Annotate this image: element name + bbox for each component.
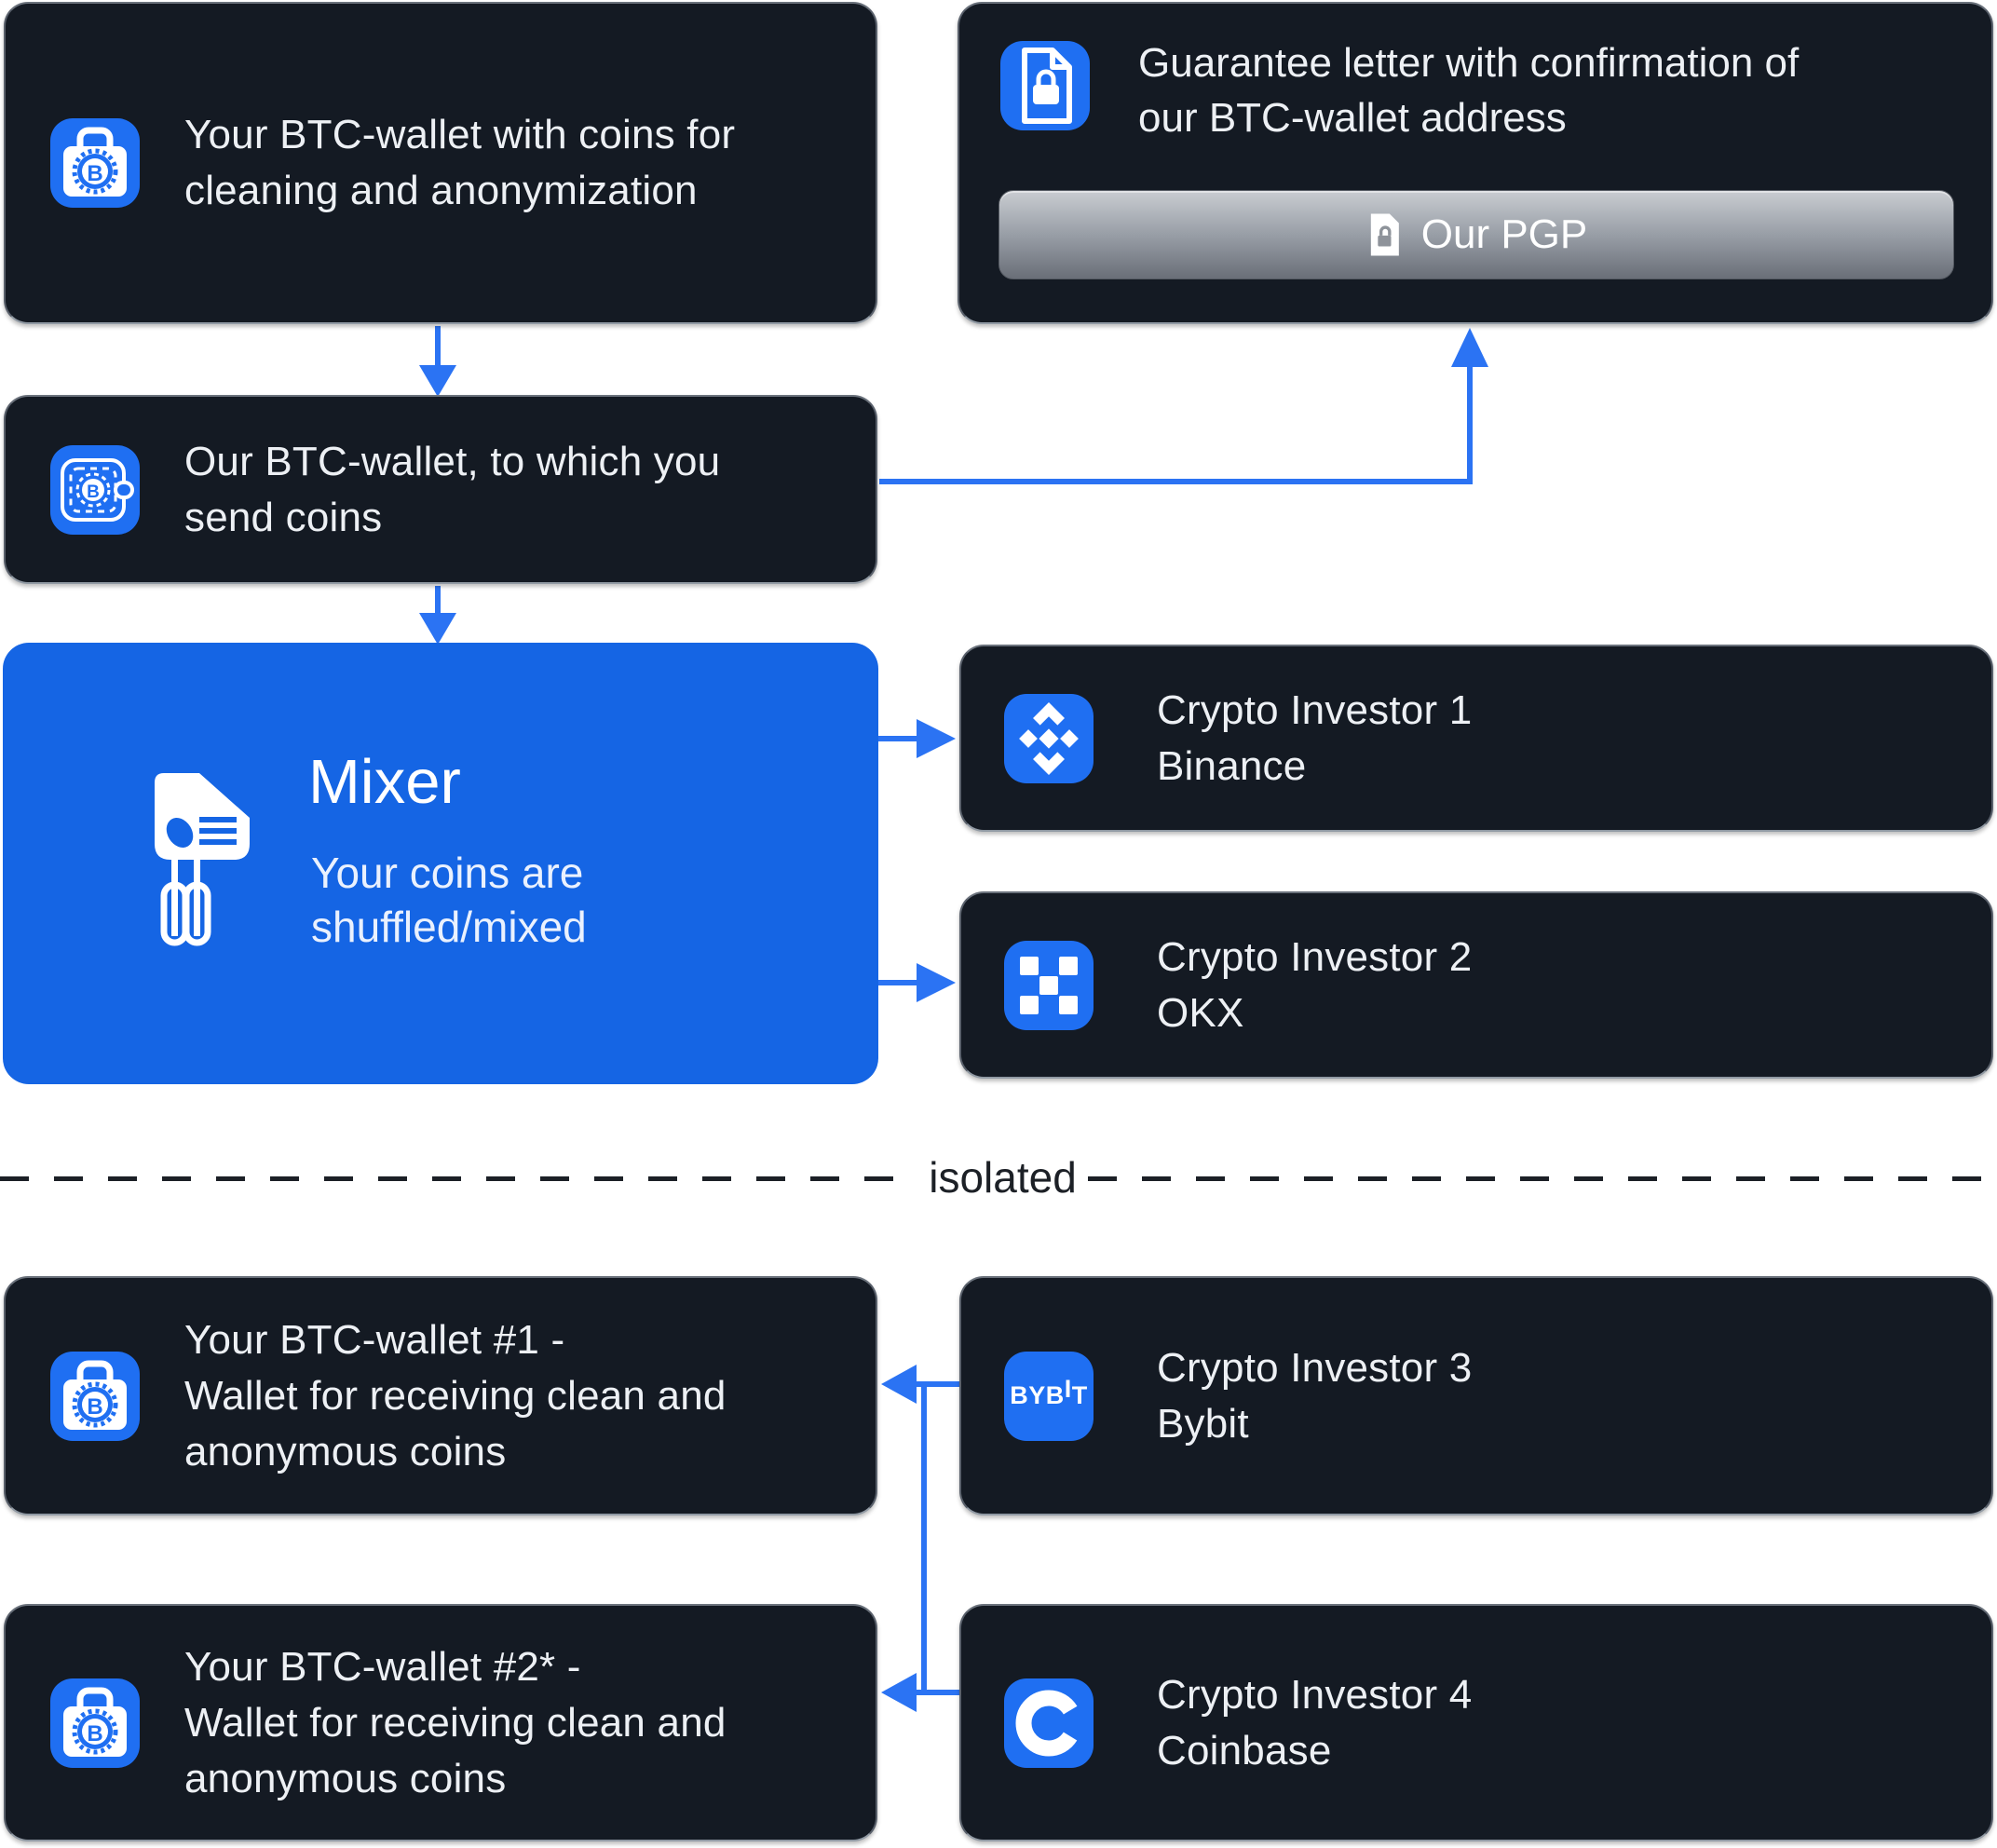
investor3-labels: Crypto Investor 3 Bybit bbox=[1157, 1340, 1472, 1452]
node-investor3-bybit: BYBIT Crypto Investor 3 Bybit bbox=[959, 1276, 1993, 1515]
investor4-labels: Crypto Investor 4 Coinbase bbox=[1157, 1667, 1472, 1779]
binance-logo bbox=[1004, 693, 1094, 783]
divider-dash-left bbox=[0, 1176, 917, 1181]
node-mixer: Mixer Your coins are shuffled/mixed bbox=[3, 643, 878, 1084]
investor3-exchange: Bybit bbox=[1157, 1400, 1249, 1447]
okx-logo bbox=[1004, 940, 1094, 1030]
investor2-exchange: OKX bbox=[1157, 989, 1244, 1036]
arrowhead-down-2 bbox=[419, 613, 456, 645]
svg-text:B: B bbox=[87, 1394, 102, 1420]
investor2-title: Crypto Investor 2 bbox=[1157, 933, 1473, 980]
our-pgp-button-label: Our PGP bbox=[1420, 211, 1588, 257]
guarantee-letter-label: Guarantee letter with confirmation of ou… bbox=[1138, 40, 1800, 141]
investor2-labels: Crypto Investor 2 OKX bbox=[1157, 930, 1472, 1041]
arrow-ourwallet-to-guarantee-line bbox=[879, 365, 1473, 484]
coinbase-logo bbox=[1004, 1678, 1094, 1768]
hand-mixer-icon bbox=[140, 766, 265, 955]
investor4-title: Crypto Investor 4 bbox=[1157, 1671, 1473, 1718]
arrowhead-right-okx bbox=[917, 963, 956, 1002]
node-source-wallet: B Your BTC-wallet with coins for cleanin… bbox=[4, 2, 877, 324]
investor1-title: Crypto Investor 1 bbox=[1157, 686, 1473, 733]
divider-label: isolated bbox=[929, 1153, 1077, 1202]
arrowhead-down-1 bbox=[419, 365, 456, 397]
source-wallet-label: Your BTC-wallet with coins for cleaning … bbox=[184, 112, 736, 213]
mixer-subtitle: Your coins are shuffled/mixed bbox=[311, 849, 587, 951]
node-guarantee-letter: Guarantee letter with confirmation of ou… bbox=[958, 2, 1993, 324]
arrowhead-left-wallet1 bbox=[881, 1365, 917, 1404]
btc-briefcase-icon: B bbox=[50, 1678, 140, 1768]
btc-wallet-dashed-icon: B bbox=[50, 444, 140, 535]
node-our-wallet: B Our BTC-wallet, to which you send coin… bbox=[4, 395, 877, 584]
btc-briefcase-icon: B bbox=[50, 1351, 140, 1441]
node-investor2-okx: Crypto Investor 2 OKX bbox=[959, 891, 1993, 1079]
investor3-title: Crypto Investor 3 bbox=[1157, 1344, 1473, 1391]
receive-wallet1-label: Your BTC-wallet #1 - Wallet for receivin… bbox=[184, 1316, 727, 1474]
our-pgp-button[interactable]: Our PGP bbox=[998, 190, 1954, 279]
bybit-logo: BYBIT bbox=[1004, 1351, 1094, 1441]
node-receive-wallet1: B Your BTC-wallet #1 - Wallet for receiv… bbox=[4, 1276, 877, 1515]
investor4-exchange: Coinbase bbox=[1157, 1727, 1332, 1773]
receive-wallet2-label: Your BTC-wallet #2* - Wallet for receivi… bbox=[184, 1643, 727, 1801]
arrowhead-up-guarantee bbox=[1451, 328, 1488, 367]
arrowhead-right-binance bbox=[917, 719, 956, 758]
investor1-labels: Crypto Investor 1 Binance bbox=[1157, 683, 1472, 795]
mixer-title: Mixer bbox=[308, 747, 461, 817]
svg-text:B: B bbox=[87, 1721, 102, 1746]
node-investor4-coinbase: Crypto Investor 4 Coinbase bbox=[959, 1604, 1993, 1841]
node-receive-wallet2: B Your BTC-wallet #2* - Wallet for recei… bbox=[4, 1604, 877, 1841]
divider-dash-right bbox=[1088, 1176, 1997, 1181]
node-investor1-binance: Crypto Investor 1 Binance bbox=[959, 645, 1993, 832]
investor1-exchange: Binance bbox=[1157, 742, 1307, 789]
pgp-doc-lock-icon bbox=[1365, 211, 1403, 259]
svg-text:B: B bbox=[87, 161, 102, 186]
arrowhead-left-wallet2 bbox=[881, 1673, 917, 1712]
btc-briefcase-icon: B bbox=[50, 118, 140, 208]
svg-text:B: B bbox=[87, 482, 100, 502]
document-lock-icon bbox=[1000, 41, 1090, 130]
bybit-wordmark: BYBIT bbox=[1010, 1375, 1088, 1409]
our-wallet-label: Our BTC-wallet, to which you send coins bbox=[184, 438, 721, 540]
